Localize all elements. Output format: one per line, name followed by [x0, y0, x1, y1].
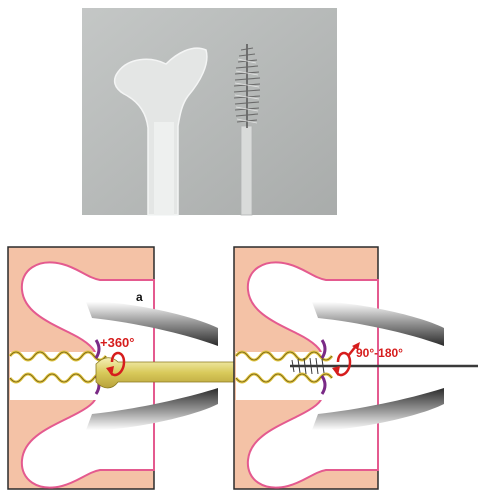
photo-background	[82, 8, 337, 215]
rotation-label-left: +360°	[100, 335, 134, 350]
panel-spatula-sampling: +360° a	[8, 247, 234, 489]
rotation-label-right: 90°-180°	[356, 346, 403, 360]
panel-label-a: a	[136, 290, 143, 304]
instrument-photo	[82, 8, 337, 215]
panel-brush-sampling: 90°-180°	[234, 247, 478, 489]
spatula-tool	[96, 358, 234, 388]
